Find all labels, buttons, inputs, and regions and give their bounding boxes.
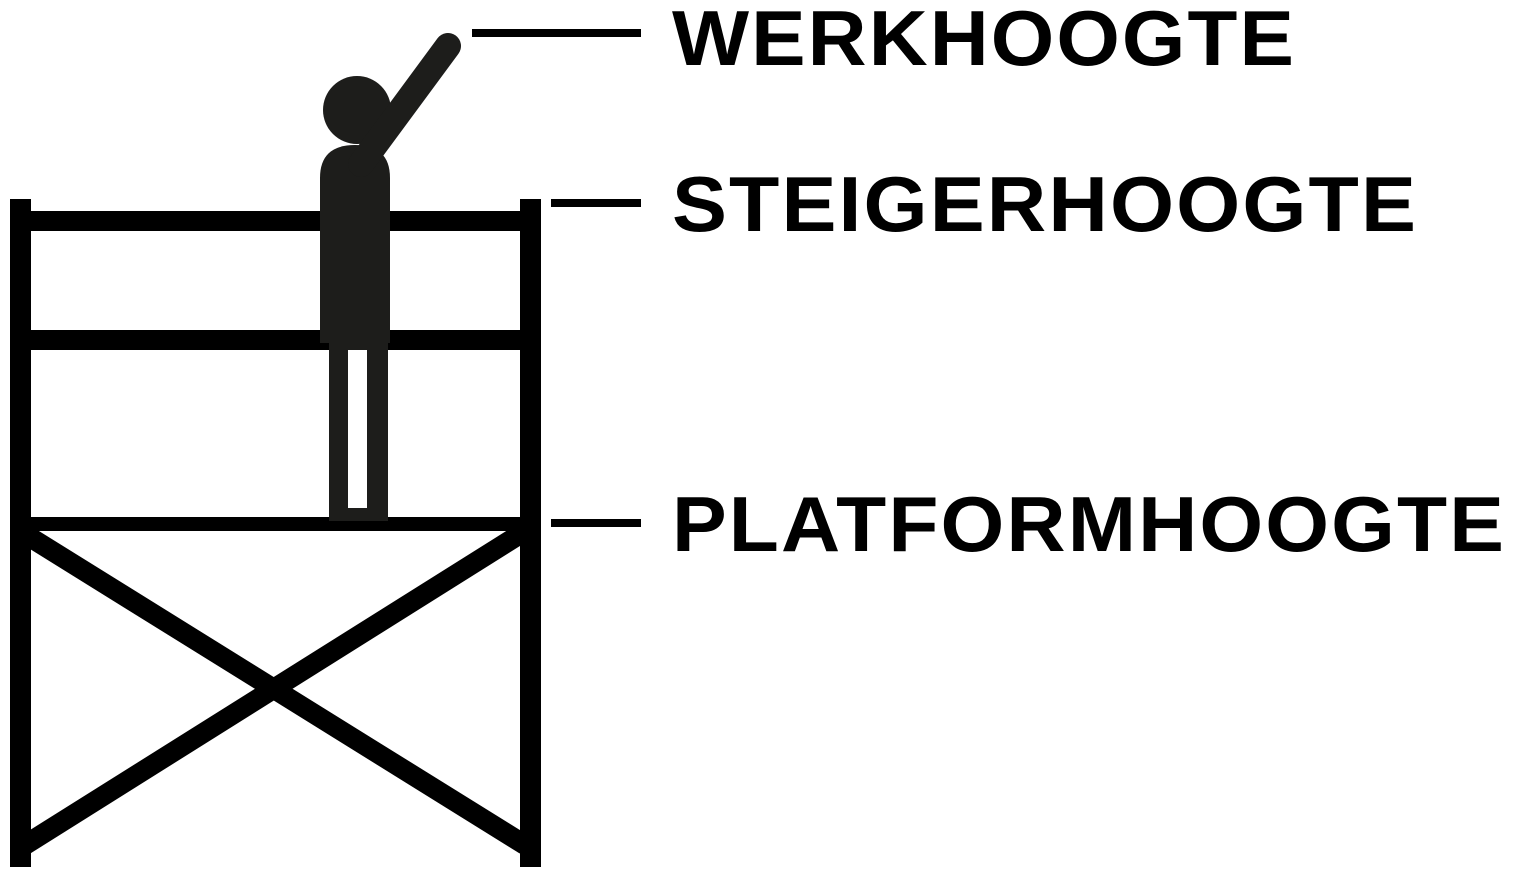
left-upright [10,199,31,867]
height-indicator-lines [472,29,641,527]
working-height-label: WERKHOOGTE [672,0,1296,82]
scaffold-height-label: STEIGERHOOGTE [672,160,1418,248]
platform-deck [10,517,541,531]
worker-leg-gap [348,350,367,508]
scaffold-frame [10,199,541,867]
worker-torso [320,145,390,343]
middle-guardrail [10,330,541,350]
top-guardrail [10,211,541,231]
worker-figure [320,33,461,521]
cross-bracing [19,522,531,854]
right-upright [520,199,541,867]
brace-right-to-left [19,522,531,854]
platform-height-label: PLATFORMHOOGTE [672,480,1506,568]
worker-raised-arm [348,33,461,177]
